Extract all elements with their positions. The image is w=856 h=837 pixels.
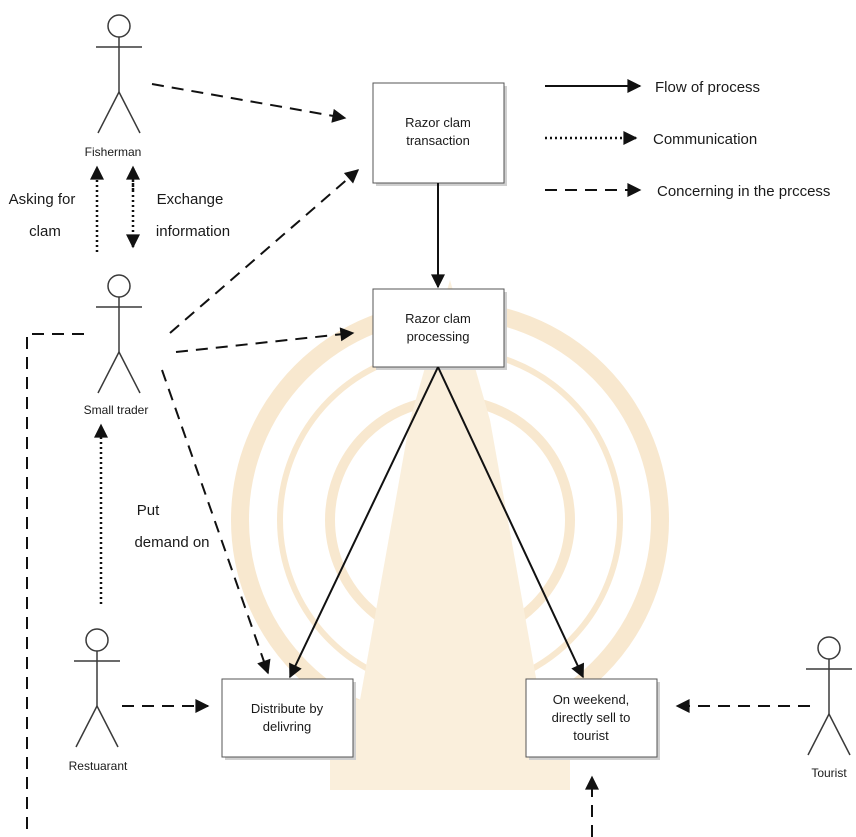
box-distribute-line-2: delivring xyxy=(263,719,311,734)
label-asking-line-1: Asking for xyxy=(9,191,76,208)
box-transaction-line-2: transaction xyxy=(406,133,470,148)
box-processing-line-1: Razor clam xyxy=(405,311,471,326)
tourist-head-icon xyxy=(817,636,841,660)
label-asking-line-2: clam xyxy=(29,223,61,240)
box-weekend-line-1: On weekend, xyxy=(553,692,630,707)
box-transaction-line-1: Razor clam xyxy=(405,115,471,130)
arrow-fisherman-to-transaction xyxy=(151,83,347,123)
small-trader-head-icon xyxy=(107,274,131,298)
small-trader-label: Small trader xyxy=(84,403,149,417)
box-distribute-line-1: Distribute by xyxy=(251,701,324,716)
arrow-trader-to-transaction xyxy=(169,169,360,334)
restaurant-label: Restuarant xyxy=(69,759,128,773)
box-razor-clam-transaction: Razor clam transaction xyxy=(372,82,507,186)
box-weekend-line-3: tourist xyxy=(573,728,609,743)
actor-small-trader: Small trader xyxy=(84,274,149,417)
actor-restaurant: Restuarant xyxy=(69,628,128,773)
label-exchange-line-1: Exchange xyxy=(157,191,224,208)
fisherman-label: Fisherman xyxy=(85,145,142,159)
box-weekend-sell-to-tourist: On weekend, directly sell to tourist xyxy=(525,678,660,760)
label-demand-line-2: demand on xyxy=(134,534,209,551)
arrow-trader-to-distribute xyxy=(161,369,271,675)
box-distribute-by-delivering: Distribute by delivring xyxy=(221,678,356,760)
legend-concerning-label: Concerning in the prccess xyxy=(657,183,830,200)
legend-communication-label: Communication xyxy=(653,131,757,148)
arrow-trader-to-processing xyxy=(175,327,355,353)
box-razor-clam-processing: Razor clam processing xyxy=(372,288,507,370)
restaurant-head-icon xyxy=(85,628,109,652)
box-weekend-line-2: directly sell to xyxy=(552,710,631,725)
fisherman-head-icon xyxy=(107,14,131,38)
box-processing-line-2: processing xyxy=(407,329,470,344)
legend-flow-label: Flow of process xyxy=(655,79,760,96)
arrow-processing-to-weekend xyxy=(437,366,585,679)
tourist-label: Tourist xyxy=(811,766,847,780)
label-demand-line-1: Put xyxy=(137,502,160,519)
actor-tourist: Tourist xyxy=(806,636,852,780)
actor-fisherman: Fisherman xyxy=(85,14,142,159)
legend: Flow of process Communication Concerning… xyxy=(545,79,830,200)
label-exchange-line-2: information xyxy=(156,223,230,240)
arrow-processing-to-distribute xyxy=(289,366,439,679)
